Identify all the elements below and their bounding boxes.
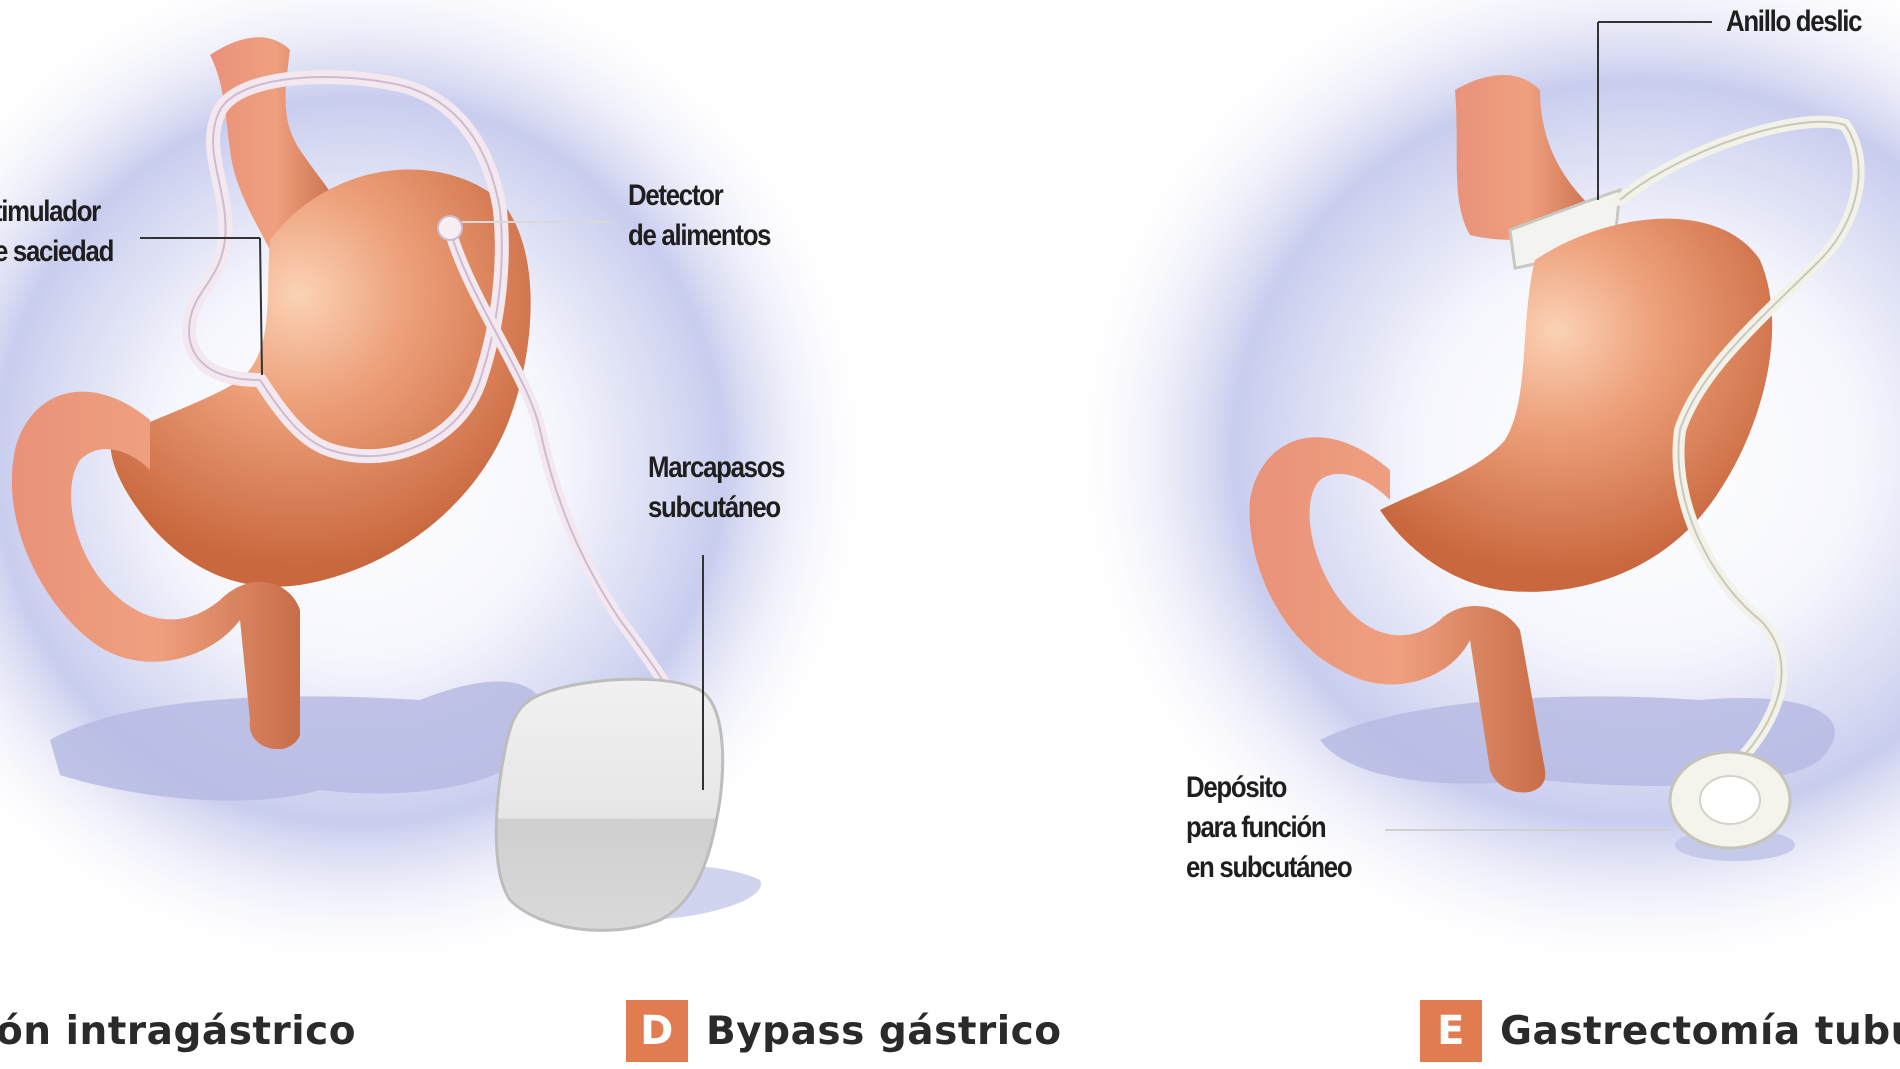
pacemaker-label: Marcapasos subcutáneo (648, 451, 786, 524)
port-device-center (1699, 775, 1761, 825)
badge-e: E (1420, 1000, 1482, 1062)
stomach-right (1380, 218, 1773, 592)
stomach-shadow (50, 681, 545, 801)
caption-e-text: Gastrectomía tubula (1500, 1008, 1900, 1054)
duodenum-right (1249, 437, 1546, 793)
port-tube-edge (1619, 120, 1860, 766)
duodenum (11, 391, 300, 750)
esophagus-right (1455, 75, 1600, 240)
stimulator-pointer-drop (259, 237, 263, 376)
pacemaker-lead-edge (449, 229, 681, 711)
caption-e: E Gastrectomía tubula (1420, 998, 1900, 1064)
stomach-illustration-e (1249, 21, 1865, 861)
badge-d: D (626, 1000, 688, 1062)
pacemaker-device (494, 677, 725, 932)
stomach (110, 169, 531, 587)
stimulator-wire-edge (188, 76, 503, 458)
caption-d: D Bypass gástrico (626, 998, 1062, 1064)
detector-label: Detector de alimentos (628, 179, 772, 252)
caption-left-text: ón intragástrico (0, 1008, 357, 1054)
caption-d-text: Bypass gástrico (706, 1008, 1062, 1054)
ring-label: Anillo deslic (1726, 5, 1862, 38)
detector-node (437, 215, 463, 241)
reservoir-label: Depósito para función en subcutáneo (1186, 771, 1353, 884)
stimulator-label: timulador e saciedad (0, 195, 114, 268)
stomach-illustration-d (11, 37, 761, 932)
caption-left: ón intragástrico (0, 998, 356, 1064)
